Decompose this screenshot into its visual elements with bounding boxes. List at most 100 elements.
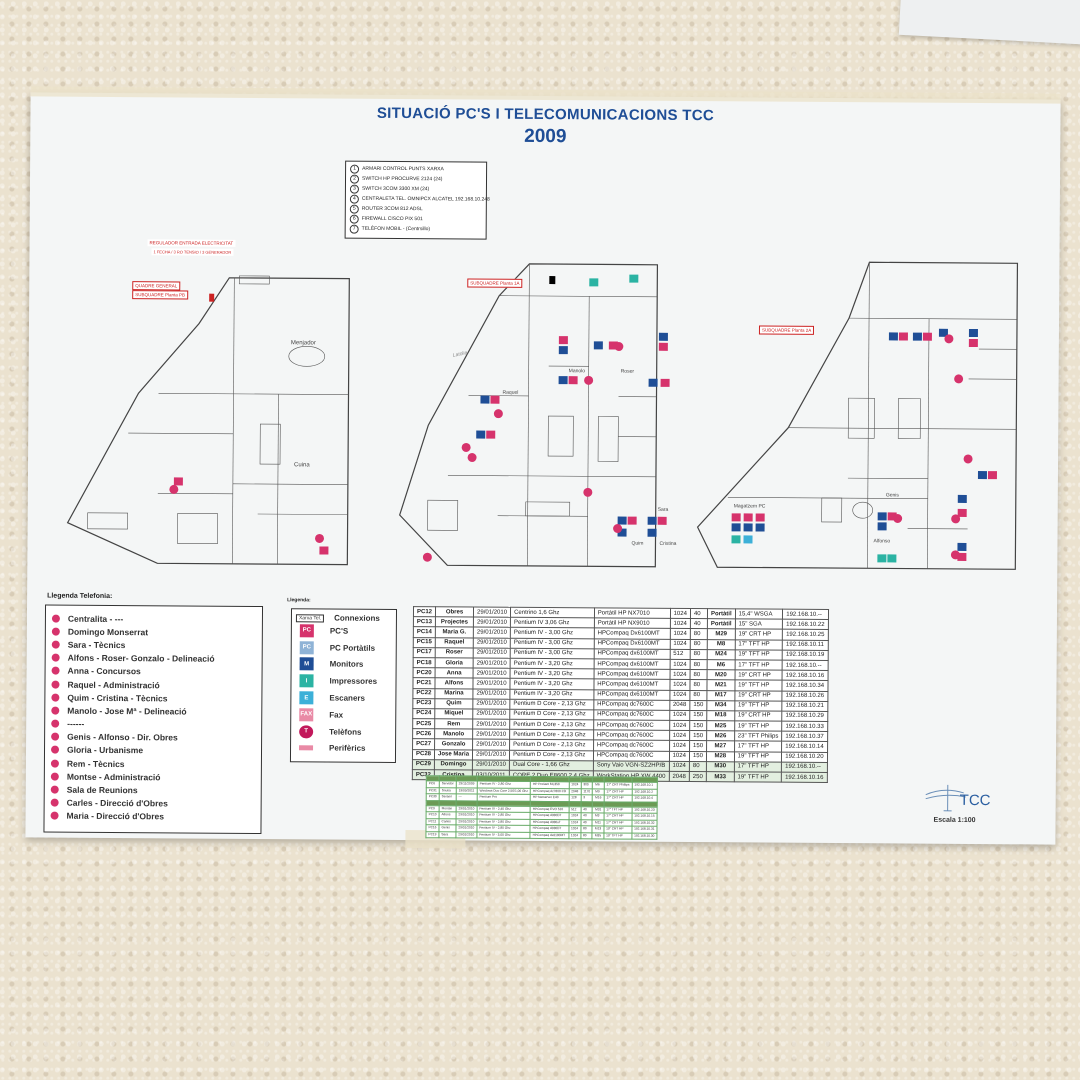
legend-symbol-icon (299, 745, 314, 751)
room-cuina: Cuina (293, 462, 310, 469)
room-genis: Genis (885, 492, 899, 499)
device-marker (731, 523, 741, 532)
room-sara: Sara (657, 506, 669, 513)
room-cristina: Cristina (659, 540, 677, 547)
phone-dot-icon (51, 653, 60, 662)
room-manolo: Manolo (568, 368, 586, 375)
regulador-sub-label: 1 FECHA / 3 RO TENSIO / 3 GENERADOR (151, 248, 234, 256)
phone-marker (614, 342, 624, 352)
phone-marker (493, 409, 503, 419)
plan-element (238, 275, 270, 285)
phone-marker (951, 514, 961, 524)
network-map-poster: SITUACIÓ PC'S I TELECOMUNICACIONS TCC 20… (25, 86, 1061, 849)
subquadre-2a-label: SUBQUADRE Planta 2A (758, 325, 815, 335)
legend-symbol-icon: I (299, 674, 314, 688)
device-marker (743, 523, 753, 532)
phone-dot-icon (50, 811, 59, 821)
legend-symbol-icon: E (299, 691, 314, 705)
plan-element (821, 497, 843, 523)
plan-element (597, 416, 619, 462)
legend-heading: Llegenda: (287, 597, 311, 604)
device-marker (755, 513, 765, 522)
plan-element (547, 415, 574, 457)
subquadre-1a-label: SUBQUADRE Planta 1A (467, 278, 523, 288)
device-marker (648, 378, 658, 387)
panel-marker (209, 293, 215, 302)
device-marker (558, 376, 568, 385)
plan-element (525, 501, 571, 517)
device-marker (647, 516, 657, 525)
scale-label: Escala 1:100 (933, 816, 976, 825)
legend-item: Perifèrics (291, 740, 395, 758)
device-marker (987, 471, 997, 480)
plan-element (427, 499, 459, 531)
room-magatzem: Magatzem PC (733, 503, 766, 510)
phone-marker (613, 524, 623, 534)
telephony-item: Maria - Direcció d'Obres (45, 809, 261, 824)
rack-marker (549, 276, 556, 285)
phone-marker (944, 334, 954, 344)
device-marker (898, 332, 908, 341)
device-marker (888, 332, 898, 341)
room-quim: Quim (631, 540, 644, 547)
phone-dot-icon (51, 680, 60, 689)
legend-connexions: Connexions (334, 613, 380, 623)
phone-dot-icon (51, 732, 60, 741)
device-marker (660, 378, 670, 387)
device-marker (957, 508, 967, 517)
phone-dot-icon (50, 759, 59, 768)
phone-dot-icon (51, 666, 60, 675)
subquadre-pb-label: SUBQUADRE Planta PB (132, 290, 189, 300)
phone-dot-icon (50, 746, 60, 755)
legend-symbol-icon: FAX (299, 708, 314, 722)
device-marker (977, 471, 987, 480)
legend-symbol-icon: T (299, 724, 314, 739)
floor-plan-ground (66, 277, 350, 566)
tcc-logo-icon: TCC (925, 784, 991, 812)
room-raquel: Raquel (502, 389, 519, 396)
device-marker (593, 341, 603, 350)
device-marker (938, 328, 948, 337)
device-marker (743, 535, 753, 544)
regulador-label: REGULADOR ENTRADA ELECTRICITAT (147, 239, 236, 247)
phone-marker (583, 487, 593, 497)
phone-marker (963, 454, 973, 464)
phone-dot-icon (51, 627, 60, 636)
device-marker (877, 512, 887, 521)
device-marker (755, 523, 765, 532)
phone-dot-icon (50, 785, 59, 794)
telephony-heading: Llegenda Telefonia: (47, 592, 113, 600)
phone-dot-icon (51, 640, 60, 649)
legend-symbol-icon: PC (299, 624, 314, 638)
floor-plans (66, 261, 1019, 570)
device-marker (629, 274, 639, 283)
phone-marker (422, 552, 432, 562)
phone-marker (954, 374, 964, 384)
device-marker (957, 494, 967, 503)
phone-dot-icon (51, 719, 60, 728)
room-alfonso: Alfonso (873, 538, 891, 545)
device-marker (968, 328, 978, 338)
device-marker (957, 542, 967, 551)
phone-dot-icon (51, 693, 60, 702)
phone-marker (461, 442, 471, 452)
device-marker (743, 513, 753, 522)
room-menjador: Menjador (290, 340, 316, 347)
plan-element (259, 423, 281, 465)
device-marker (731, 535, 741, 544)
phone-dot-icon (51, 614, 60, 623)
device-marker (617, 516, 627, 525)
device-marker (558, 346, 568, 355)
device-marker (658, 342, 668, 351)
plan-element (897, 398, 921, 439)
device-marker (658, 332, 668, 341)
